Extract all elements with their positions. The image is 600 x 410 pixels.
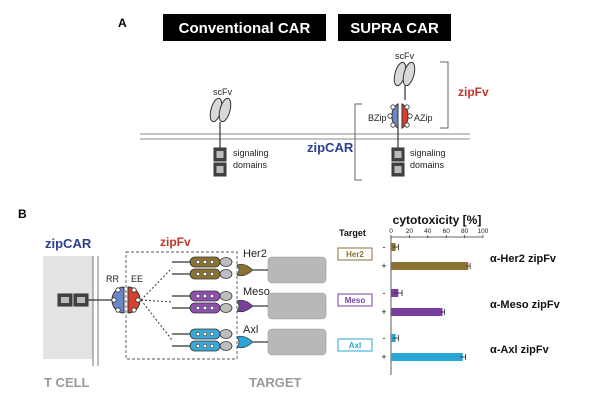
tick-label-80: 80 [461,228,469,235]
target-cell-body [267,292,327,320]
series-label-axl: α-Axl zipFv [490,344,550,356]
bar-her2-plus [391,262,469,270]
membrane-a [140,133,470,140]
sign-label: - [383,288,386,298]
target-box-label: Meso [345,296,366,305]
target-box-label: Her2 [346,250,364,259]
tcell-label: T CELL [44,375,90,390]
conv-scfv-shape [209,97,232,123]
antigen-meso-shape [236,299,254,313]
tcell-body [43,256,93,359]
header-supra: SUPRA CAR [350,20,439,37]
target-box [337,338,373,352]
azip-label: AZip [414,113,433,123]
target-cell-meso: Meso [236,286,327,320]
rr-label: RR [106,274,119,284]
panel-a-label: A [118,16,127,30]
zipfv-bracket [440,61,449,129]
tick-label-100: 100 [478,228,489,235]
zipfv-variant-3-1 [172,328,233,340]
supra-domains-label: domains [410,160,445,170]
antigen-axl-shape [236,335,254,349]
target-box [337,247,373,261]
series-label-her2: α-Her2 zipFv [490,253,557,265]
chart-group-axl: Axl - + α-Axl zipFv [337,333,550,362]
tcell-membrane [92,256,99,366]
antigen-label-her2: Her2 [243,248,267,260]
conv-signaling-domains-shape [213,147,227,177]
supra-signaling-label: signaling [410,148,446,158]
target-box [337,293,373,307]
header-supra-bg [338,14,451,41]
header-conventional: Conventional CAR [179,20,311,37]
chart-group-meso: Meso - + α-Meso zipFv [337,288,561,317]
chart-title: cytotoxicity [%] [393,213,482,227]
antigen-her2-shape [236,263,254,277]
supra-scfv-label: scFv [395,51,414,61]
series-label-meso: α-Meso zipFv [490,299,561,311]
zipfv-variant-1-1 [172,256,233,268]
supra-scfv-shape [393,61,416,87]
antigen-label-meso: Meso [243,286,270,298]
target-box-label: Axl [349,341,361,350]
sign-label: + [381,352,386,362]
rr-knobs [111,287,121,313]
zipfv-dashed-box [125,251,238,360]
bzip-label: BZip [368,113,387,123]
conventional-car: scFv signaling domains [209,87,269,177]
zipfv-variants [172,256,233,352]
zipfv-variant-3-2 [172,340,233,352]
header-conventional-bg [163,14,326,41]
supra-signaling-domains-shape [391,147,405,177]
cytotoxicity-chart: cytotoxicity [%] Target 0 20 40 60 80 100 Her… [337,213,561,375]
sign-label: - [383,242,386,252]
sign-label: + [381,261,386,271]
chart-target-header: Target [339,228,366,238]
conv-domains-label: domains [233,160,268,170]
sign-label: + [381,307,386,317]
sign-label: - [383,333,386,343]
bar-meso-plus [391,308,443,316]
b-zipcar-label: zipCAR [45,236,92,251]
zipcar-bracket [354,103,362,181]
chart-group-her2: Her2 - + α-Her2 zipFv [337,242,557,271]
target-label: TARGET [249,375,302,390]
antigen-label-axl: Axl [243,324,258,336]
conv-scfv-label: scFv [213,87,232,97]
target-cell-axl: Axl [236,324,327,356]
supra-zipfv-label: zipFv [458,85,489,99]
supra-zipcar-label: zipCAR [307,140,354,155]
target-cell-her2: Her2 [236,248,327,284]
dashed-connectors [140,267,173,341]
bar-axl-plus [391,353,463,361]
tick-label-0: 0 [389,228,393,235]
zipfv-variant-1-2 [172,268,233,280]
target-cell-body [267,328,327,356]
tick-label-40: 40 [424,228,432,235]
ee-knobs [131,287,141,313]
zipfv-variant-2-2 [172,302,233,314]
azip-knobs [404,104,413,128]
supra-car: scFv zipFv BZip AZip zipCAR s [307,51,489,181]
tick-label-60: 60 [443,228,451,235]
chart-ticks: 0 20 40 60 80 100 [389,228,489,375]
panel-b-label: B [18,207,27,221]
tick-label-20: 20 [406,228,414,235]
bzip-knobs [387,104,396,128]
zipfv-variant-2-1 [172,290,233,302]
b-signaling-domains [57,293,89,307]
ee-label: EE [131,274,143,284]
conv-signaling-label: signaling [233,148,269,158]
target-cell-body [267,256,327,284]
b-zipfv-label: zipFv [160,235,191,249]
